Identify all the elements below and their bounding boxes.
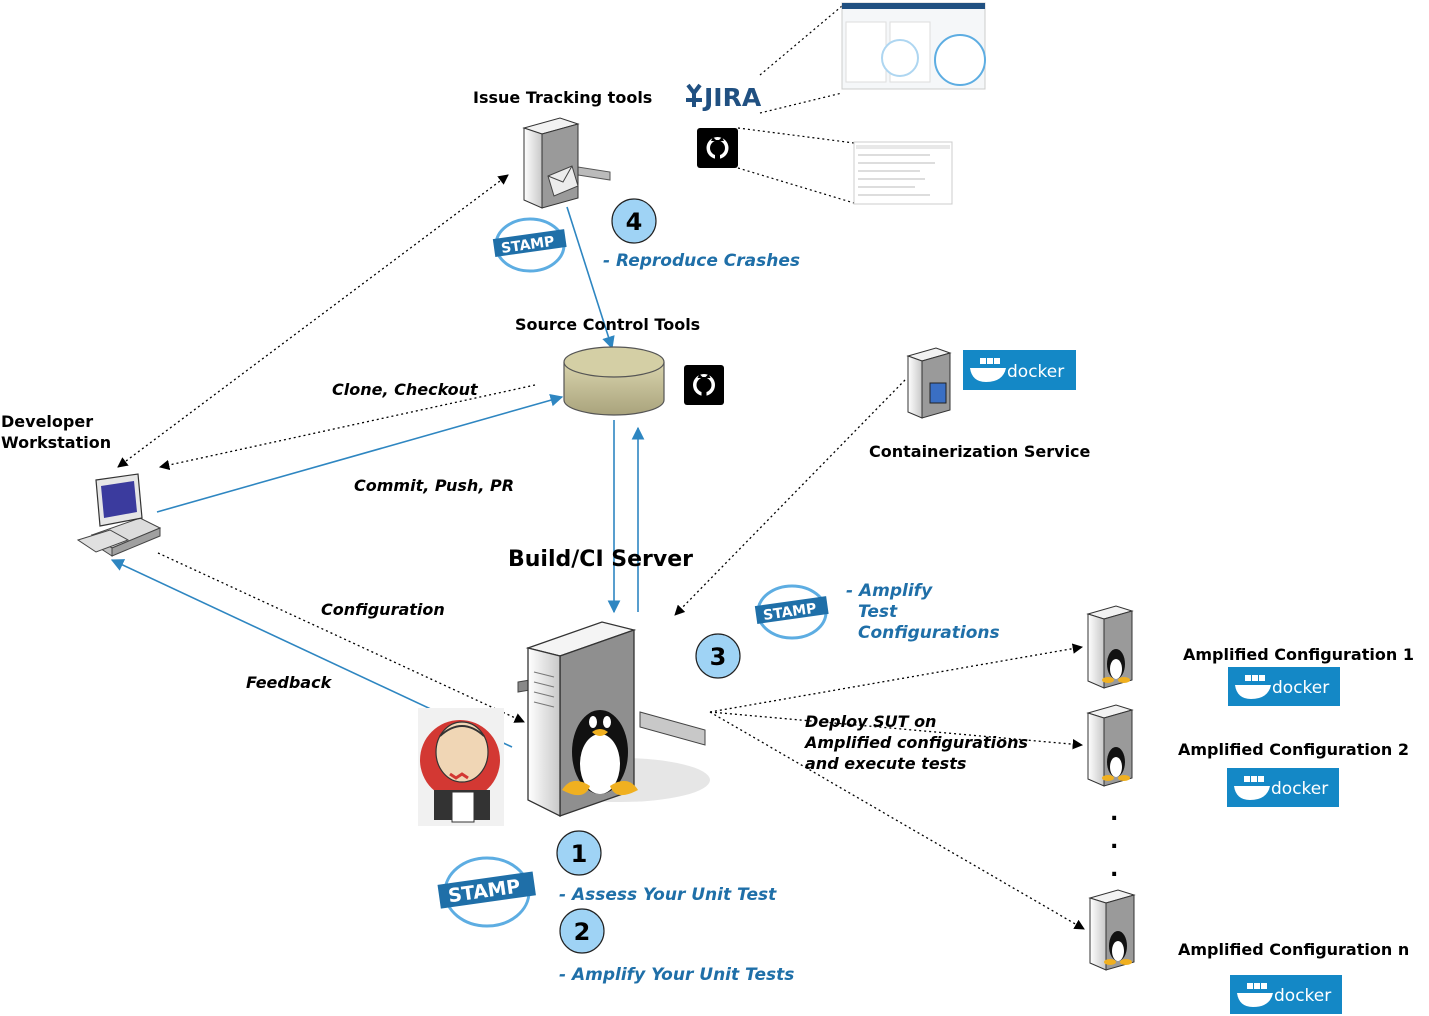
- amp-config-2-label: Amplified Configuration 2: [1178, 740, 1409, 759]
- github-icon: [697, 128, 738, 168]
- amp-server-2: [1086, 704, 1134, 787]
- container-server-icon: [906, 347, 952, 419]
- ellipsis-dot-2: .: [1110, 829, 1118, 854]
- step-badge-2: 2: [559, 908, 605, 954]
- docker-logo-2: docker: [1227, 768, 1339, 807]
- github-icon-source: [684, 365, 724, 405]
- docker-wordmark-2: docker: [1271, 779, 1328, 799]
- stamp-logo-unit: STAMP: [437, 856, 536, 928]
- connectors: [110, 5, 1085, 930]
- containerization-label: Containerization Service: [869, 442, 1091, 461]
- stamp-logo-config: STAMP: [754, 584, 829, 640]
- docker-logo-1: docker: [1228, 667, 1340, 706]
- configuration-label: Configuration: [321, 600, 445, 619]
- workstation-issue-link: [117, 174, 509, 468]
- amplify-label-2: Test: [858, 602, 898, 622]
- source-control-label: Source Control Tools: [515, 315, 700, 334]
- deploy-arrow-2: [709, 711, 1084, 750]
- developer-label-1: Developer: [1, 412, 93, 431]
- clone-checkout-label: Clone, Checkout: [332, 380, 479, 399]
- reproduce-arrow: [566, 206, 615, 350]
- container-arrow: [674, 379, 906, 616]
- github-callout-bottom: [737, 167, 855, 204]
- step-badge-3: 3: [695, 633, 741, 679]
- jira-callout-top: [759, 5, 843, 76]
- stamp-logo-issue: STAMP: [492, 217, 567, 273]
- amp-config-1-label: Amplified Configuration 1: [1183, 645, 1414, 664]
- docker-wordmark-n: docker: [1274, 986, 1331, 1006]
- github-issues-screenshot: [853, 141, 953, 205]
- commit-push-arrow: [156, 393, 564, 513]
- deploy-arrow-1: [709, 643, 1084, 713]
- deploy-label-2: Amplified configurations: [803, 733, 1028, 752]
- docker-logo-container: docker: [963, 350, 1076, 390]
- badge-2-text: 2: [574, 918, 591, 946]
- amplify-unit-label: - Amplify Your Unit Tests: [559, 965, 794, 985]
- clone-checkout-arrow: [158, 384, 536, 471]
- issue-tracking-label: Issue Tracking tools: [473, 88, 652, 107]
- configuration-arrow: [157, 552, 525, 723]
- jira-screenshot: [841, 2, 986, 90]
- workstation-icon: [76, 473, 162, 557]
- commit-push-label: Commit, Push, PR: [354, 476, 514, 495]
- reproduce-crashes-label: - Reproduce Crashes: [603, 251, 800, 271]
- github-callout-top: [737, 127, 855, 144]
- amp-server-n: [1088, 889, 1136, 971]
- build-ci-label: Build/CI Server: [508, 547, 693, 572]
- issue-server-icon: [522, 117, 611, 209]
- badge-3-text: 3: [710, 643, 727, 671]
- docker-logo-n: docker: [1230, 975, 1342, 1014]
- deploy-arrow-n: [709, 711, 1085, 930]
- docker-wordmark: docker: [1007, 362, 1064, 382]
- jira-callout-bottom: [759, 92, 843, 114]
- amplify-label-3: Configurations: [858, 623, 1000, 643]
- stamp-text: STAMP: [500, 234, 555, 257]
- developer-label-2: Workstation: [1, 433, 111, 452]
- deploy-label-3: and execute tests: [805, 754, 966, 773]
- ellipsis-dot-3: .: [1110, 857, 1118, 882]
- amp-server-1: [1086, 605, 1134, 689]
- deploy-label-1: Deploy SUT on: [805, 712, 936, 731]
- assess-label: - Assess Your Unit Test: [559, 885, 777, 905]
- stamp-text-2: STAMP: [762, 601, 817, 624]
- database-icon: [563, 346, 665, 416]
- feedback-label: Feedback: [246, 673, 333, 692]
- jira-wordmark: JIRA: [702, 83, 762, 112]
- badge-1-text: 1: [571, 840, 588, 868]
- jira-icon: JIRA: [686, 83, 762, 112]
- badge-4-text: 4: [626, 208, 643, 236]
- docker-wordmark-1: docker: [1272, 678, 1329, 698]
- ellipsis-dot-1: .: [1110, 801, 1118, 826]
- step-badge-1: 1: [556, 830, 602, 876]
- tux-icon: [562, 710, 638, 796]
- jenkins-icon: [418, 708, 504, 826]
- amp-config-n-label: Amplified Configuration n: [1178, 940, 1409, 959]
- amplify-label-1: - Amplify: [846, 581, 933, 601]
- stamp-text-3: STAMP: [447, 875, 522, 907]
- step-badge-4: 4: [611, 198, 657, 244]
